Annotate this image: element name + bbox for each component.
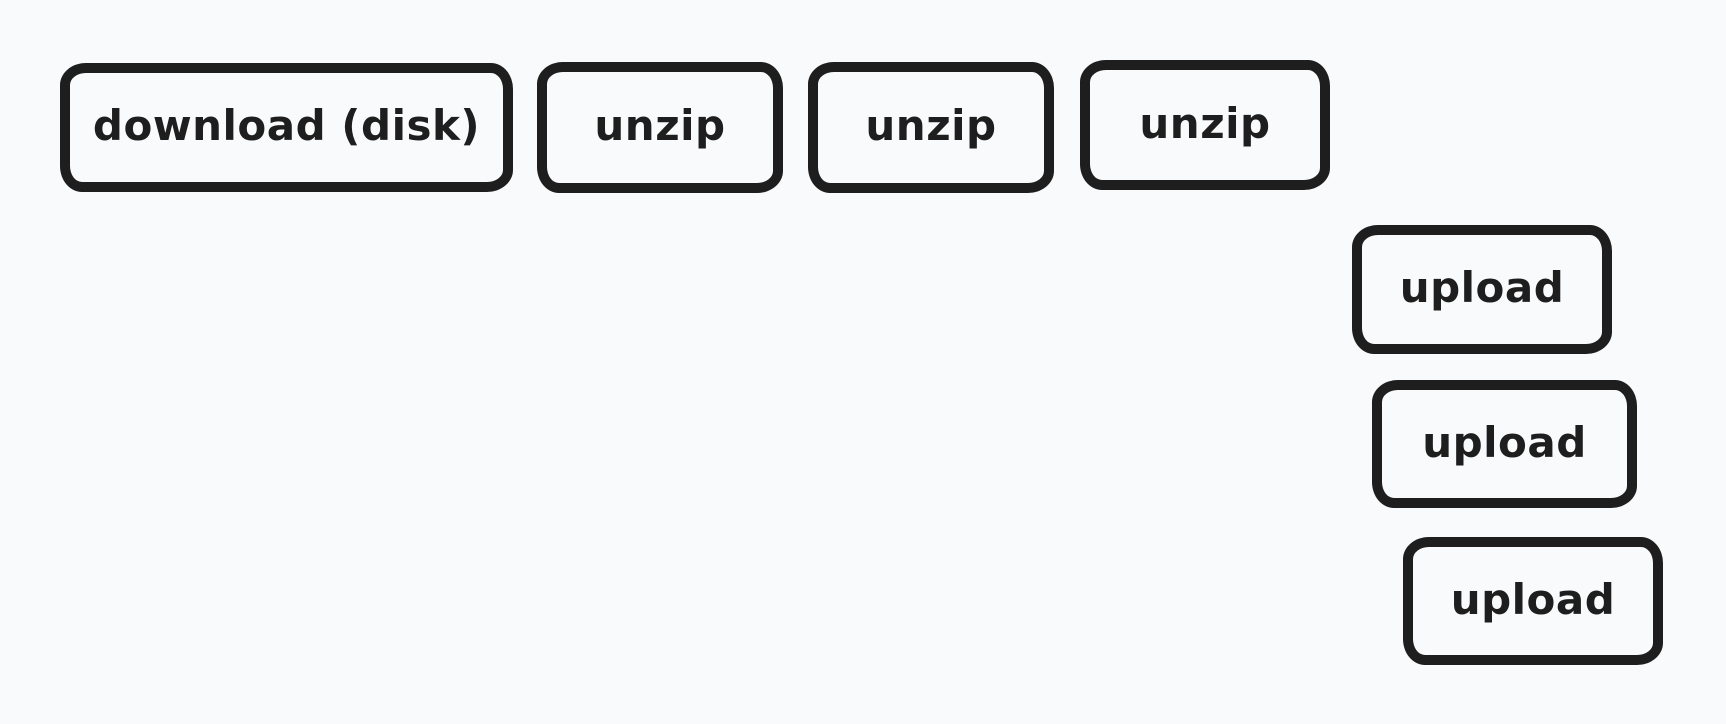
node-unzip-3: unzip: [1080, 60, 1330, 190]
node-download-disk-label: download (disk): [92, 101, 481, 150]
node-upload-2-label: upload: [1422, 417, 1587, 467]
node-upload-1: upload: [1352, 225, 1612, 354]
node-upload-3-label: upload: [1450, 574, 1616, 624]
node-unzip-1: unzip: [537, 62, 783, 193]
node-unzip-3-label: unzip: [1139, 98, 1271, 148]
node-upload-2: upload: [1372, 380, 1637, 508]
node-upload-1-label: upload: [1399, 263, 1565, 312]
node-upload-3: upload: [1403, 537, 1663, 665]
node-unzip-2: unzip: [808, 62, 1054, 193]
node-unzip-1-label: unzip: [594, 101, 726, 150]
node-unzip-2-label: unzip: [865, 101, 997, 150]
node-download-disk: download (disk): [60, 63, 513, 192]
